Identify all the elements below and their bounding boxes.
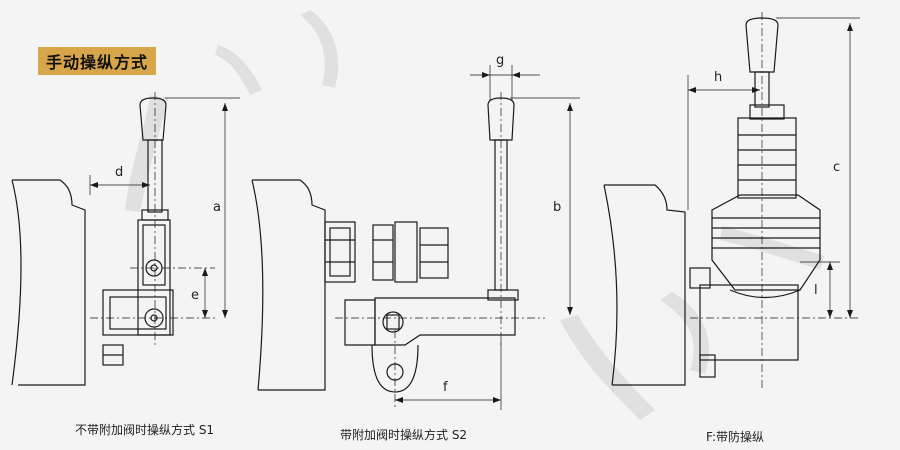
dim-label-f: f	[443, 380, 448, 395]
dim-label-e: e	[191, 288, 199, 303]
dim-label-g: g	[496, 53, 505, 68]
caption-s2: 带附加阀时操纵方式 S2	[340, 428, 468, 442]
dim-label-c: c	[833, 160, 841, 175]
page-title: 手动操纵方式	[38, 47, 157, 75]
caption-f: F:带防操纵	[706, 430, 765, 444]
dim-label-a: a	[213, 200, 221, 215]
dim-label-b: b	[553, 200, 562, 215]
s2-valve-drawing	[251, 65, 580, 410]
caption-s1: 不带附加阀时操纵方式 S1	[75, 423, 215, 437]
dim-label-l: l	[814, 283, 818, 298]
s1-valve-drawing	[11, 92, 240, 386]
drawing-lines	[11, 12, 860, 410]
dim-label-h: h	[714, 70, 723, 85]
dim-label-d: d	[115, 165, 124, 180]
f-valve-drawing	[603, 12, 860, 390]
